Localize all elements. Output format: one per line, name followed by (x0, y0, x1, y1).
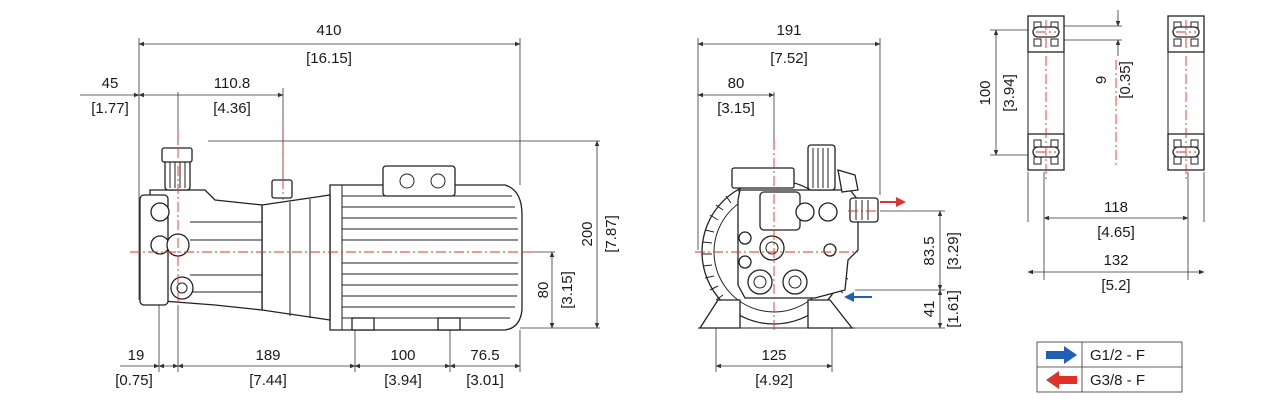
dim-height-inch: [7.87] (603, 215, 620, 253)
dim-bottom-d-mm: 76.5 (470, 347, 499, 364)
dim-overall-length-inch: [16.15] (306, 50, 352, 67)
dim-bottom-b-mm: 189 (255, 347, 280, 364)
dim-bottom-d-inch: [3.01] (466, 372, 504, 389)
oil-plug (271, 179, 293, 199)
dim-width-outer-mm: 132 (1103, 252, 1128, 269)
dim-bottom-b-inch: [7.44] (249, 372, 287, 389)
dim-slot-inch: [0.35] (1117, 61, 1134, 99)
dim-inlet-height-inch: [1.61] (945, 290, 962, 328)
dim-width-outer-inch: [5.2] (1101, 277, 1130, 294)
dim-width-mm: 191 (776, 22, 801, 39)
dim-width-inner-mm: 118 (1104, 199, 1128, 216)
front-foot-left (698, 299, 741, 329)
unloader-knob (164, 159, 191, 191)
outlet-port-front (759, 235, 785, 261)
motor-cooling-fins (342, 195, 518, 319)
dim-depth-inch: [3.94] (1001, 74, 1018, 112)
dim-bottom-a-mm: 19 (128, 347, 145, 364)
front-view: 191 [7.52] 80 [3.15] 83.5 [3.29] 41 [1.6… (695, 22, 962, 389)
dim-bottom-a-inch: [0.75] (115, 372, 153, 389)
legend-inlet-label: G1/2 - F (1090, 347, 1145, 364)
red-arrow-left-icon (1046, 371, 1077, 389)
motor-flange (261, 194, 331, 321)
dim-shaft-height-inch: [3.15] (559, 271, 576, 309)
dim-bottom-c-mm: 100 (390, 347, 415, 364)
dim-foot-span-mm: 125 (761, 347, 786, 364)
dim-offset-left-mm: 45 (102, 75, 119, 92)
dim-slot-mm: 9 (1093, 76, 1110, 84)
dim-bottom-c-inch: [3.94] (384, 372, 422, 389)
side-view: 410 [16.15] 45 [1.77] 110.8 [4.36] 200 [… (80, 22, 620, 389)
dim-offset-left-inch: [1.77] (91, 100, 129, 117)
dim-port-height-mm: 83.5 (921, 236, 938, 265)
dim-shaft-height-mm: 80 (535, 282, 552, 299)
unloader-knob-front (807, 144, 836, 191)
legend-outlet-label: G3/8 - F (1090, 372, 1145, 389)
port-legend: G1/2 - F G3/8 - F (1036, 341, 1183, 393)
dim-port-height-inch: [3.29] (945, 232, 962, 270)
outlet-flow-arrow (880, 197, 906, 207)
dim-pump-span-inch: [4.36] (213, 100, 251, 117)
dim-inlet-height-mm: 41 (921, 301, 938, 318)
outlet-fitting (849, 197, 879, 223)
front-foot-right (807, 299, 854, 329)
inlet-port (170, 276, 194, 300)
dim-width-inch: [7.52] (770, 50, 808, 67)
terminal-box (382, 165, 456, 197)
dim-center-offset-inch: [3.15] (717, 100, 755, 117)
dim-width-inner-inch: [4.65] (1097, 224, 1135, 241)
dim-pump-span-mm: 110.8 (214, 75, 250, 92)
dim-center-offset-mm: 80 (728, 75, 745, 92)
dim-depth-mm: 100 (977, 80, 994, 105)
blue-arrow-right-icon (1046, 346, 1077, 364)
dim-overall-length-mm: 410 (316, 22, 341, 39)
dim-height-mm: 200 (579, 221, 596, 246)
dim-foot-span-inch: [4.92] (755, 372, 793, 389)
inlet-flow-arrow (844, 292, 872, 302)
motor-housing (329, 184, 523, 331)
base-plan-view: 100 [3.94] 9 [0.35] 118 [4.65] 132 [5.2] (977, 10, 1205, 294)
